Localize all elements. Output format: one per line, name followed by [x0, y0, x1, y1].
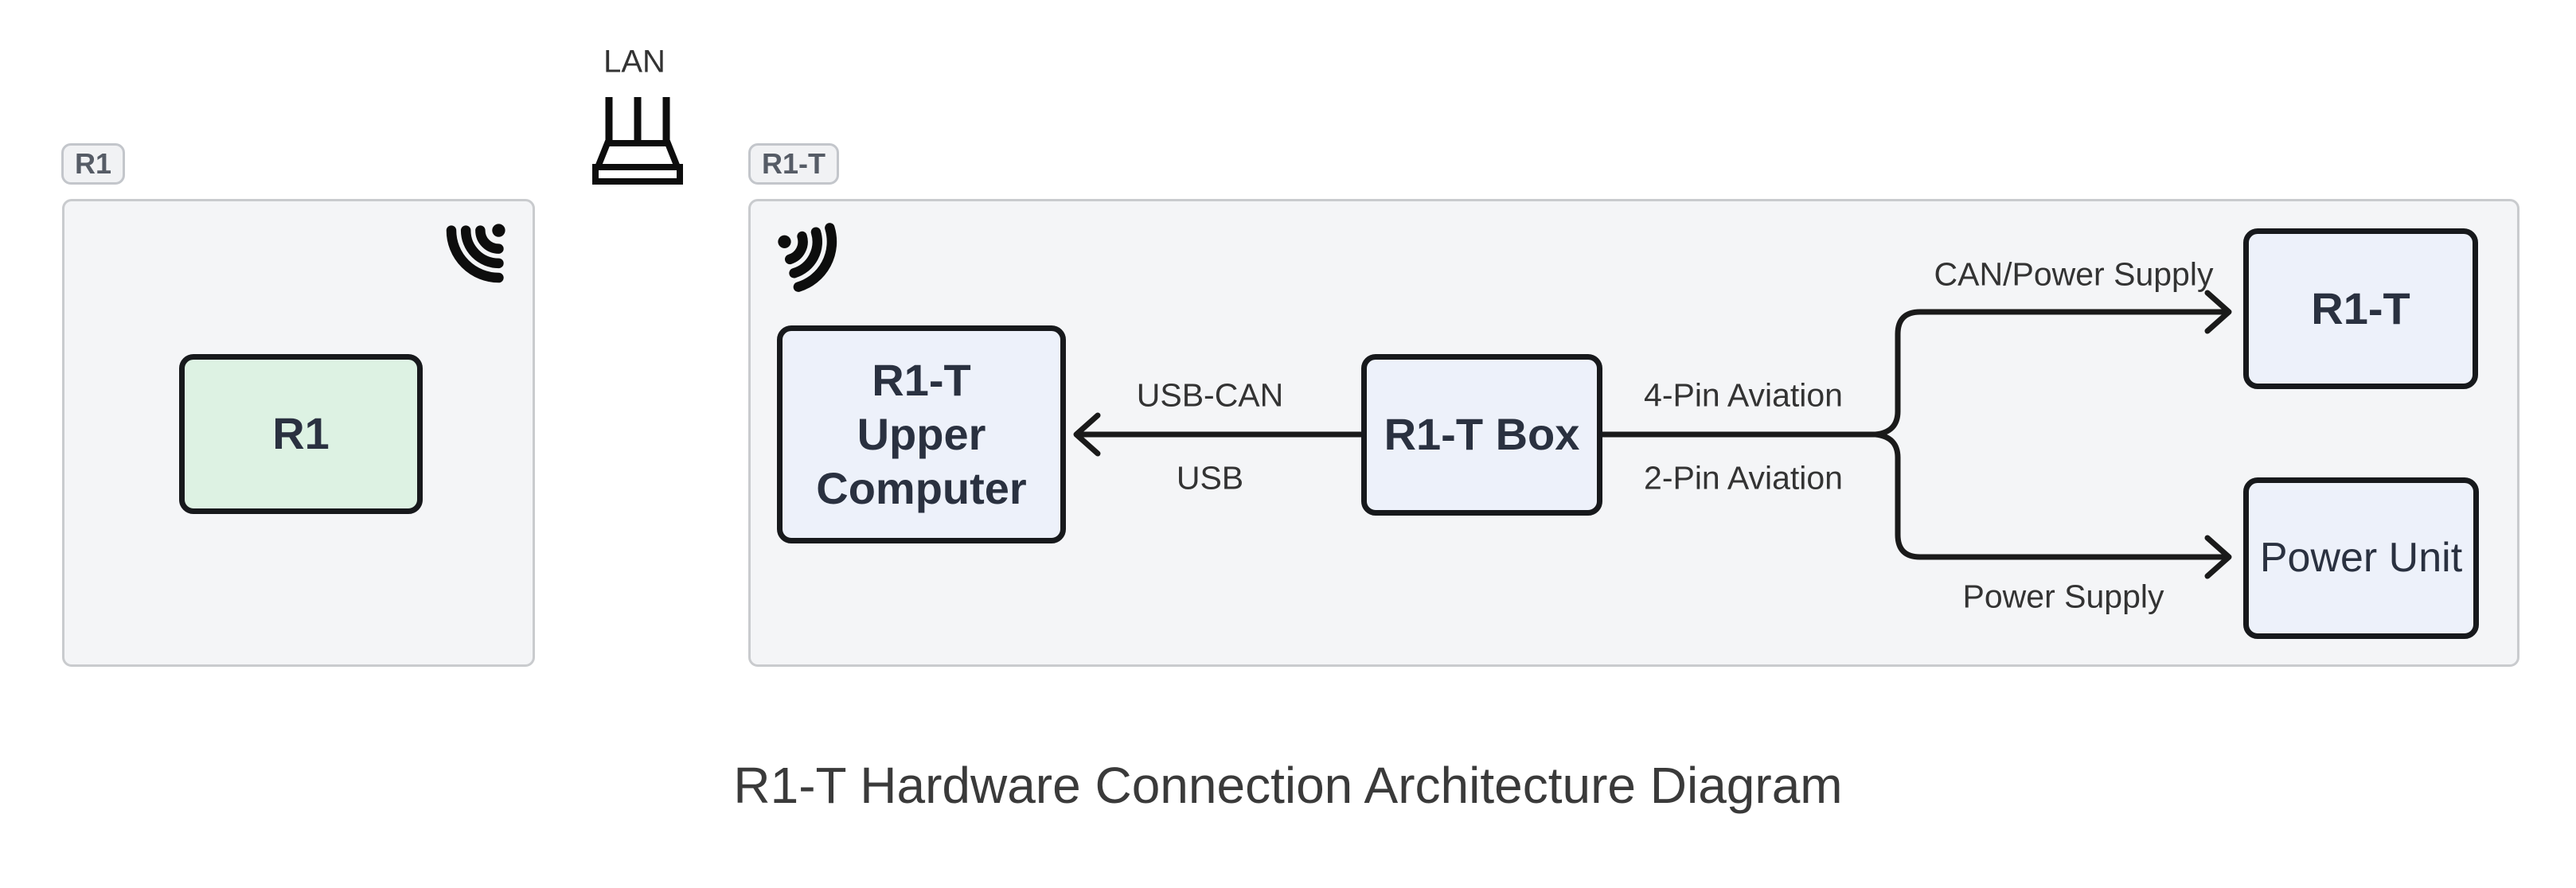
edge-label-usb: USB — [1176, 459, 1244, 497]
node-r1t-box: R1-T Box — [1361, 354, 1602, 516]
arrowhead-power-icon — [2204, 535, 2232, 579]
wifi-signal-icon — [778, 223, 837, 292]
diagram-title: R1-T Hardware Connection Architecture Di… — [733, 757, 1843, 814]
group-badge-r1: R1 — [61, 143, 126, 185]
group-badge-r1t: R1-T — [748, 143, 839, 185]
edge-label-2-pin-aviation: 2-Pin Aviation — [1644, 459, 1843, 497]
node-r1: R1 — [179, 354, 423, 514]
node-upper-computer-line3: Computer — [816, 463, 1027, 514]
lan-label: LAN — [603, 44, 665, 80]
node-power-unit-label: Power Unit — [2259, 534, 2463, 581]
node-r1-label: R1 — [272, 408, 330, 459]
arrowhead-left-icon — [1073, 412, 1101, 457]
edge-split-to-r1t — [1872, 309, 2227, 438]
node-power-unit: Power Unit — [2243, 477, 2479, 639]
node-upper-computer-line1: R1-T — [872, 354, 971, 405]
node-r1t-box-label: R1-T Box — [1384, 409, 1580, 460]
edge-label-power-supply: Power Supply — [1962, 578, 2164, 615]
edge-label-usb-can: USB-CAN — [1136, 376, 1284, 414]
node-r1t-unit-label: R1-T — [2311, 282, 2410, 333]
node-r1t-unit: R1-T — [2243, 228, 2478, 389]
wifi-signal-icon — [446, 224, 505, 283]
edge-label-can-power-supply: CAN/Power Supply — [1934, 255, 2214, 293]
node-upper-computer: R1-T Upper Computer — [777, 325, 1066, 543]
node-upper-computer-line2: Upper — [857, 408, 986, 459]
arrowhead-r1t-icon — [2204, 290, 2232, 334]
lan-router-icon — [592, 97, 683, 185]
edge-split-to-power-unit — [1872, 431, 2227, 560]
edge-label-4-pin-aviation: 4-Pin Aviation — [1644, 376, 1843, 414]
